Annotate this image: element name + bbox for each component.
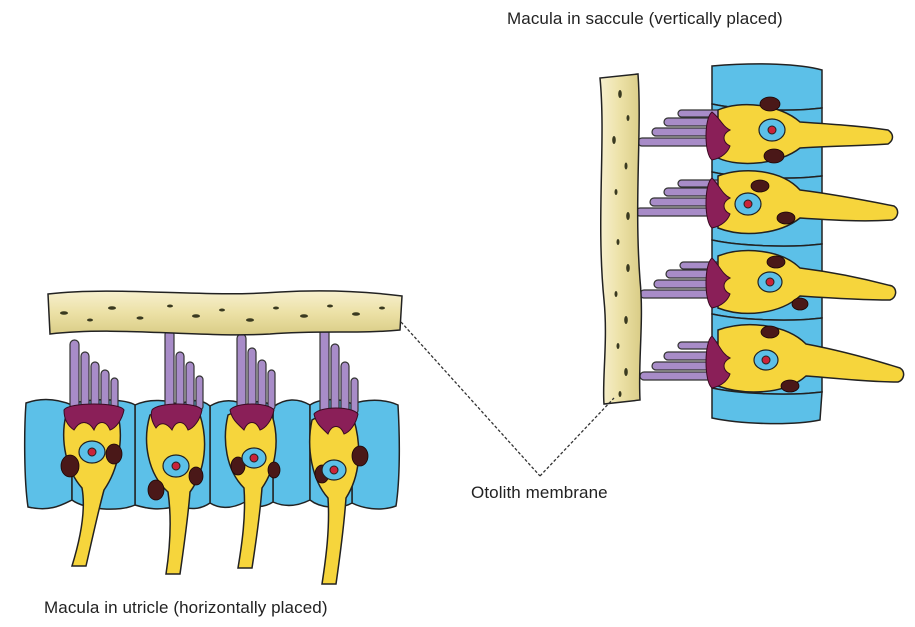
- saccule-macula: [600, 64, 904, 424]
- utricle-otolith-membrane: [48, 291, 402, 335]
- utricle-label: Macula in utricle (horizontally placed): [44, 598, 328, 618]
- utricle-hair-bundles: [70, 328, 358, 414]
- utricle-macula: [25, 291, 402, 584]
- saccule-label: Macula in saccule (vertically placed): [507, 9, 783, 29]
- otolith-membrane-label: Otolith membrane: [471, 483, 608, 503]
- saccule-otolith-membrane: [600, 74, 641, 404]
- otolith-leader-lines: [401, 322, 614, 476]
